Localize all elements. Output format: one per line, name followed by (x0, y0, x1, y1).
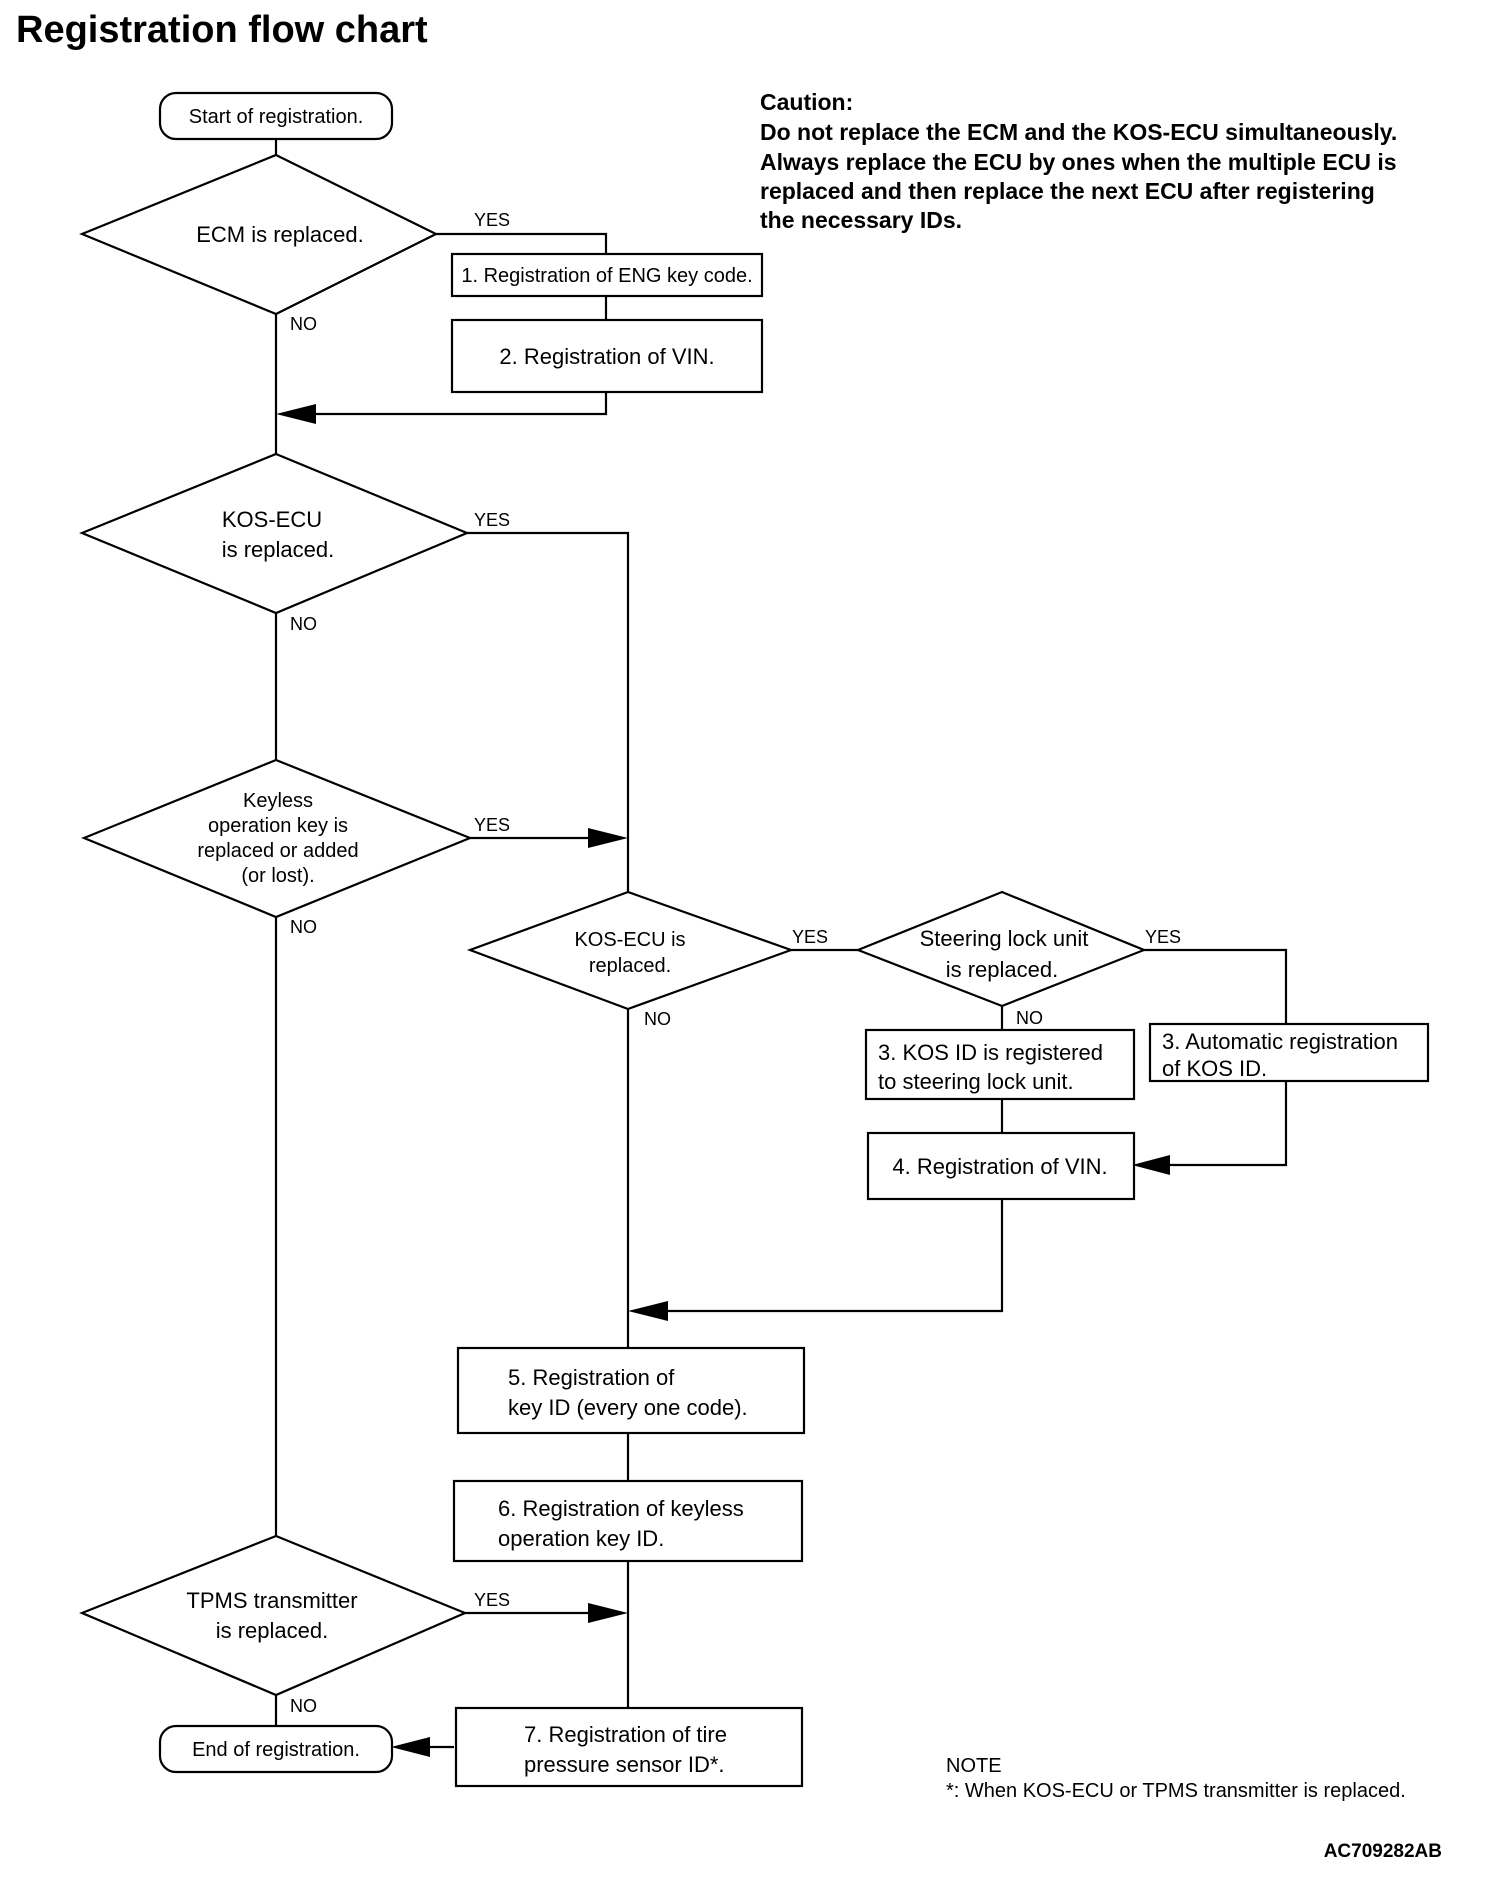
arrow-left (276, 404, 316, 424)
process-label: 7. Registration of tire (524, 1722, 727, 1747)
caution-line: Do not replace the ECM and the KOS-ECU s… (760, 119, 1397, 145)
decision-label: is replaced. (216, 1618, 329, 1643)
decision-kos-ecu-replaced-2: KOS-ECU is replaced. (466, 890, 795, 1011)
decision-label: is replaced. (222, 537, 335, 562)
no-label: NO (290, 917, 317, 937)
page-title: Registration flow chart (16, 9, 428, 51)
process-label: 2. Registration of VIN. (499, 344, 714, 369)
process-keyless-key-id: 6. Registration of keyless operation key… (452, 1479, 804, 1563)
process-label: 6. Registration of keyless (498, 1496, 744, 1521)
arrow-left (391, 1737, 430, 1757)
yes-label: YES (474, 815, 510, 835)
start-label: Start of registration. (189, 106, 364, 128)
arrow-left (1132, 1155, 1170, 1175)
decision-tpms-replaced: TPMS transmitter is replaced. (79, 1534, 468, 1697)
caution-line: replaced and then replace the next ECU a… (760, 178, 1375, 204)
no-label: NO (290, 1696, 317, 1716)
decision-ecm-replaced: ECM is replaced. (79, 153, 439, 316)
no-label: NO (290, 314, 317, 334)
caution-line: Always replace the ECU by ones when the … (760, 149, 1397, 175)
process-tire-sensor-id: 7. Registration of tire pressure sensor … (454, 1706, 804, 1788)
process-vin-2: 4. Registration of VIN. (866, 1131, 1136, 1201)
note-heading: NOTE (946, 1755, 1002, 1777)
decision-keyless-key: Keyless operation key is replaced or add… (81, 758, 473, 919)
arrow-left (628, 1301, 668, 1321)
decision-label: replaced or added (197, 840, 358, 862)
figure-code: AC709282AB (1324, 1841, 1442, 1862)
process-label: 3. Automatic registration (1162, 1029, 1398, 1054)
caution-line: the necessary IDs. (760, 207, 962, 233)
decision-label: ECM is replaced. (196, 222, 364, 247)
process-vin-1: 2. Registration of VIN. (450, 318, 764, 394)
yes-label: YES (474, 510, 510, 530)
no-label: NO (1016, 1008, 1043, 1028)
process-eng-key-code: 1. Registration of ENG key code. (450, 252, 764, 298)
decision-label: is replaced. (946, 957, 1059, 982)
decision-label: TPMS transmitter (186, 1588, 357, 1613)
decision-label: KOS-ECU (222, 507, 322, 532)
process-label: of KOS ID. (1162, 1056, 1267, 1081)
decision-kos-ecu-replaced: KOS-ECU is replaced. (79, 452, 470, 615)
caution-heading: Caution: (760, 89, 853, 115)
decision-steering-lock: Steering lock unit is replaced. (855, 890, 1147, 1008)
process-label: operation key ID. (498, 1526, 664, 1551)
process-label: 5. Registration of (508, 1365, 675, 1390)
decision-label: operation key is (208, 815, 348, 837)
process-label: 1. Registration of ENG key code. (461, 265, 752, 287)
end-label: End of registration. (192, 1739, 360, 1761)
process-auto-kos-id: 3. Automatic registration of KOS ID. (1148, 1022, 1430, 1083)
process-label: to steering lock unit. (878, 1069, 1074, 1094)
decision-label: Steering lock unit (920, 926, 1089, 951)
footnote: NOTE *: When KOS-ECU or TPMS transmitter… (946, 1755, 1406, 1802)
decision-label: KOS-ECU is (574, 929, 685, 951)
arrow-right (588, 1603, 628, 1623)
process-label: key ID (every one code). (508, 1395, 748, 1420)
arrow-right (588, 828, 628, 848)
decision-label: replaced. (589, 955, 671, 977)
yes-label: YES (474, 1590, 510, 1610)
start-terminal: Start of registration. (158, 91, 394, 141)
decision-label: Keyless (243, 790, 313, 812)
process-kos-id-steering: 3. KOS ID is registered to steering lock… (864, 1028, 1136, 1101)
no-label: NO (290, 614, 317, 634)
process-label: 3. KOS ID is registered (878, 1040, 1103, 1065)
process-key-id: 5. Registration of key ID (every one cod… (456, 1346, 806, 1435)
yes-label: YES (1145, 927, 1181, 947)
end-terminal: End of registration. (158, 1724, 394, 1774)
process-label: pressure sensor ID*. (524, 1752, 725, 1777)
decision-label: (or lost). (241, 865, 314, 887)
arrowheads (276, 404, 1170, 1757)
process-label: 4. Registration of VIN. (892, 1154, 1107, 1179)
branch-labels: YES NO YES NO YES NO YES NO YES NO YES N… (290, 210, 1181, 1716)
caution-block: Caution: Do not replace the ECM and the … (760, 89, 1397, 233)
connector-lines (274, 119, 1288, 1749)
note-text: *: When KOS-ECU or TPMS transmitter is r… (946, 1780, 1406, 1802)
yes-label: YES (474, 210, 510, 230)
yes-label: YES (792, 927, 828, 947)
no-label: NO (644, 1009, 671, 1029)
